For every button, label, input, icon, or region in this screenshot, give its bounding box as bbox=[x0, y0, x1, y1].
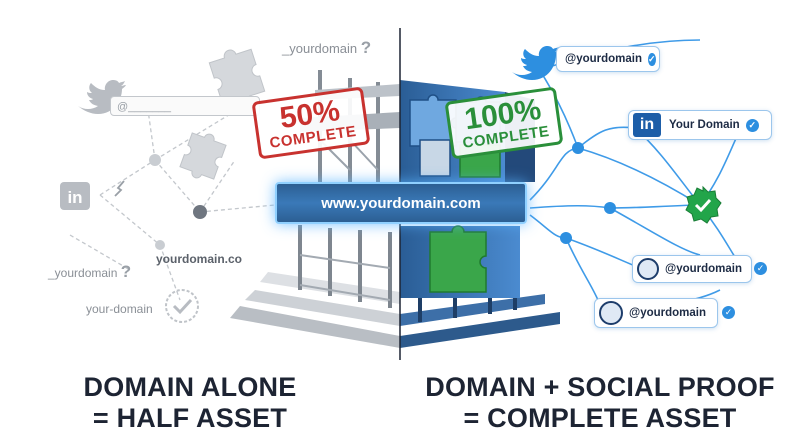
user-profile-chip-2: @yourdomain bbox=[594, 298, 718, 328]
question-mark-icon: ? bbox=[360, 38, 372, 57]
left-headline: DOMAIN ALONE = HALF ASSET bbox=[83, 372, 297, 433]
domain-url-bar: www.yourdomain.com bbox=[275, 182, 527, 224]
user-avatar-icon bbox=[637, 258, 659, 280]
domain-co-label: yourdomain.co bbox=[156, 252, 243, 266]
handle-hyphen: your-domain bbox=[86, 302, 153, 316]
network-node bbox=[572, 142, 584, 154]
verified-check-icon: ✓ bbox=[722, 306, 735, 319]
linkedin-icon: in bbox=[60, 182, 90, 210]
puzzle-piece-icon bbox=[419, 139, 451, 177]
handle-underscore-bottom: _yourdomain ? bbox=[48, 262, 132, 281]
verified-check-icon: ✓ bbox=[648, 52, 656, 66]
network-node bbox=[193, 205, 207, 219]
verified-check-icon: ✓ bbox=[745, 118, 759, 132]
linkedin-profile-chip: in Your Domain ✓ bbox=[628, 110, 772, 140]
network-node bbox=[560, 232, 572, 244]
broken-link-icon bbox=[114, 180, 125, 197]
twitter-handle-field: @_______ bbox=[110, 96, 260, 116]
shield-check-icon bbox=[165, 289, 199, 323]
network-node bbox=[155, 240, 165, 250]
network-node bbox=[149, 154, 161, 166]
left-network-nodes bbox=[149, 154, 207, 250]
puzzle-piece-icon bbox=[179, 48, 266, 180]
handle-underscore-top: _yourdomain ? bbox=[282, 38, 372, 57]
user-profile-chip-1: @yourdomain bbox=[632, 255, 752, 283]
twitter-bird-icon bbox=[512, 46, 560, 80]
user-avatar-icon bbox=[599, 301, 623, 325]
unfinished-building bbox=[230, 70, 400, 348]
svg-text:in: in bbox=[67, 188, 82, 207]
linkedin-icon: in bbox=[633, 113, 661, 137]
verified-check-icon: ✓ bbox=[754, 262, 767, 275]
right-headline: DOMAIN + SOCIAL PROOF = COMPLETE ASSET bbox=[425, 372, 775, 433]
question-mark-icon: ? bbox=[120, 262, 132, 281]
right-network-nodes bbox=[560, 142, 616, 244]
network-node bbox=[604, 202, 616, 214]
puzzle-piece-icon bbox=[429, 225, 487, 293]
verified-check-icon bbox=[685, 185, 722, 224]
twitter-profile-chip: @yourdomain ✓ bbox=[556, 46, 660, 72]
